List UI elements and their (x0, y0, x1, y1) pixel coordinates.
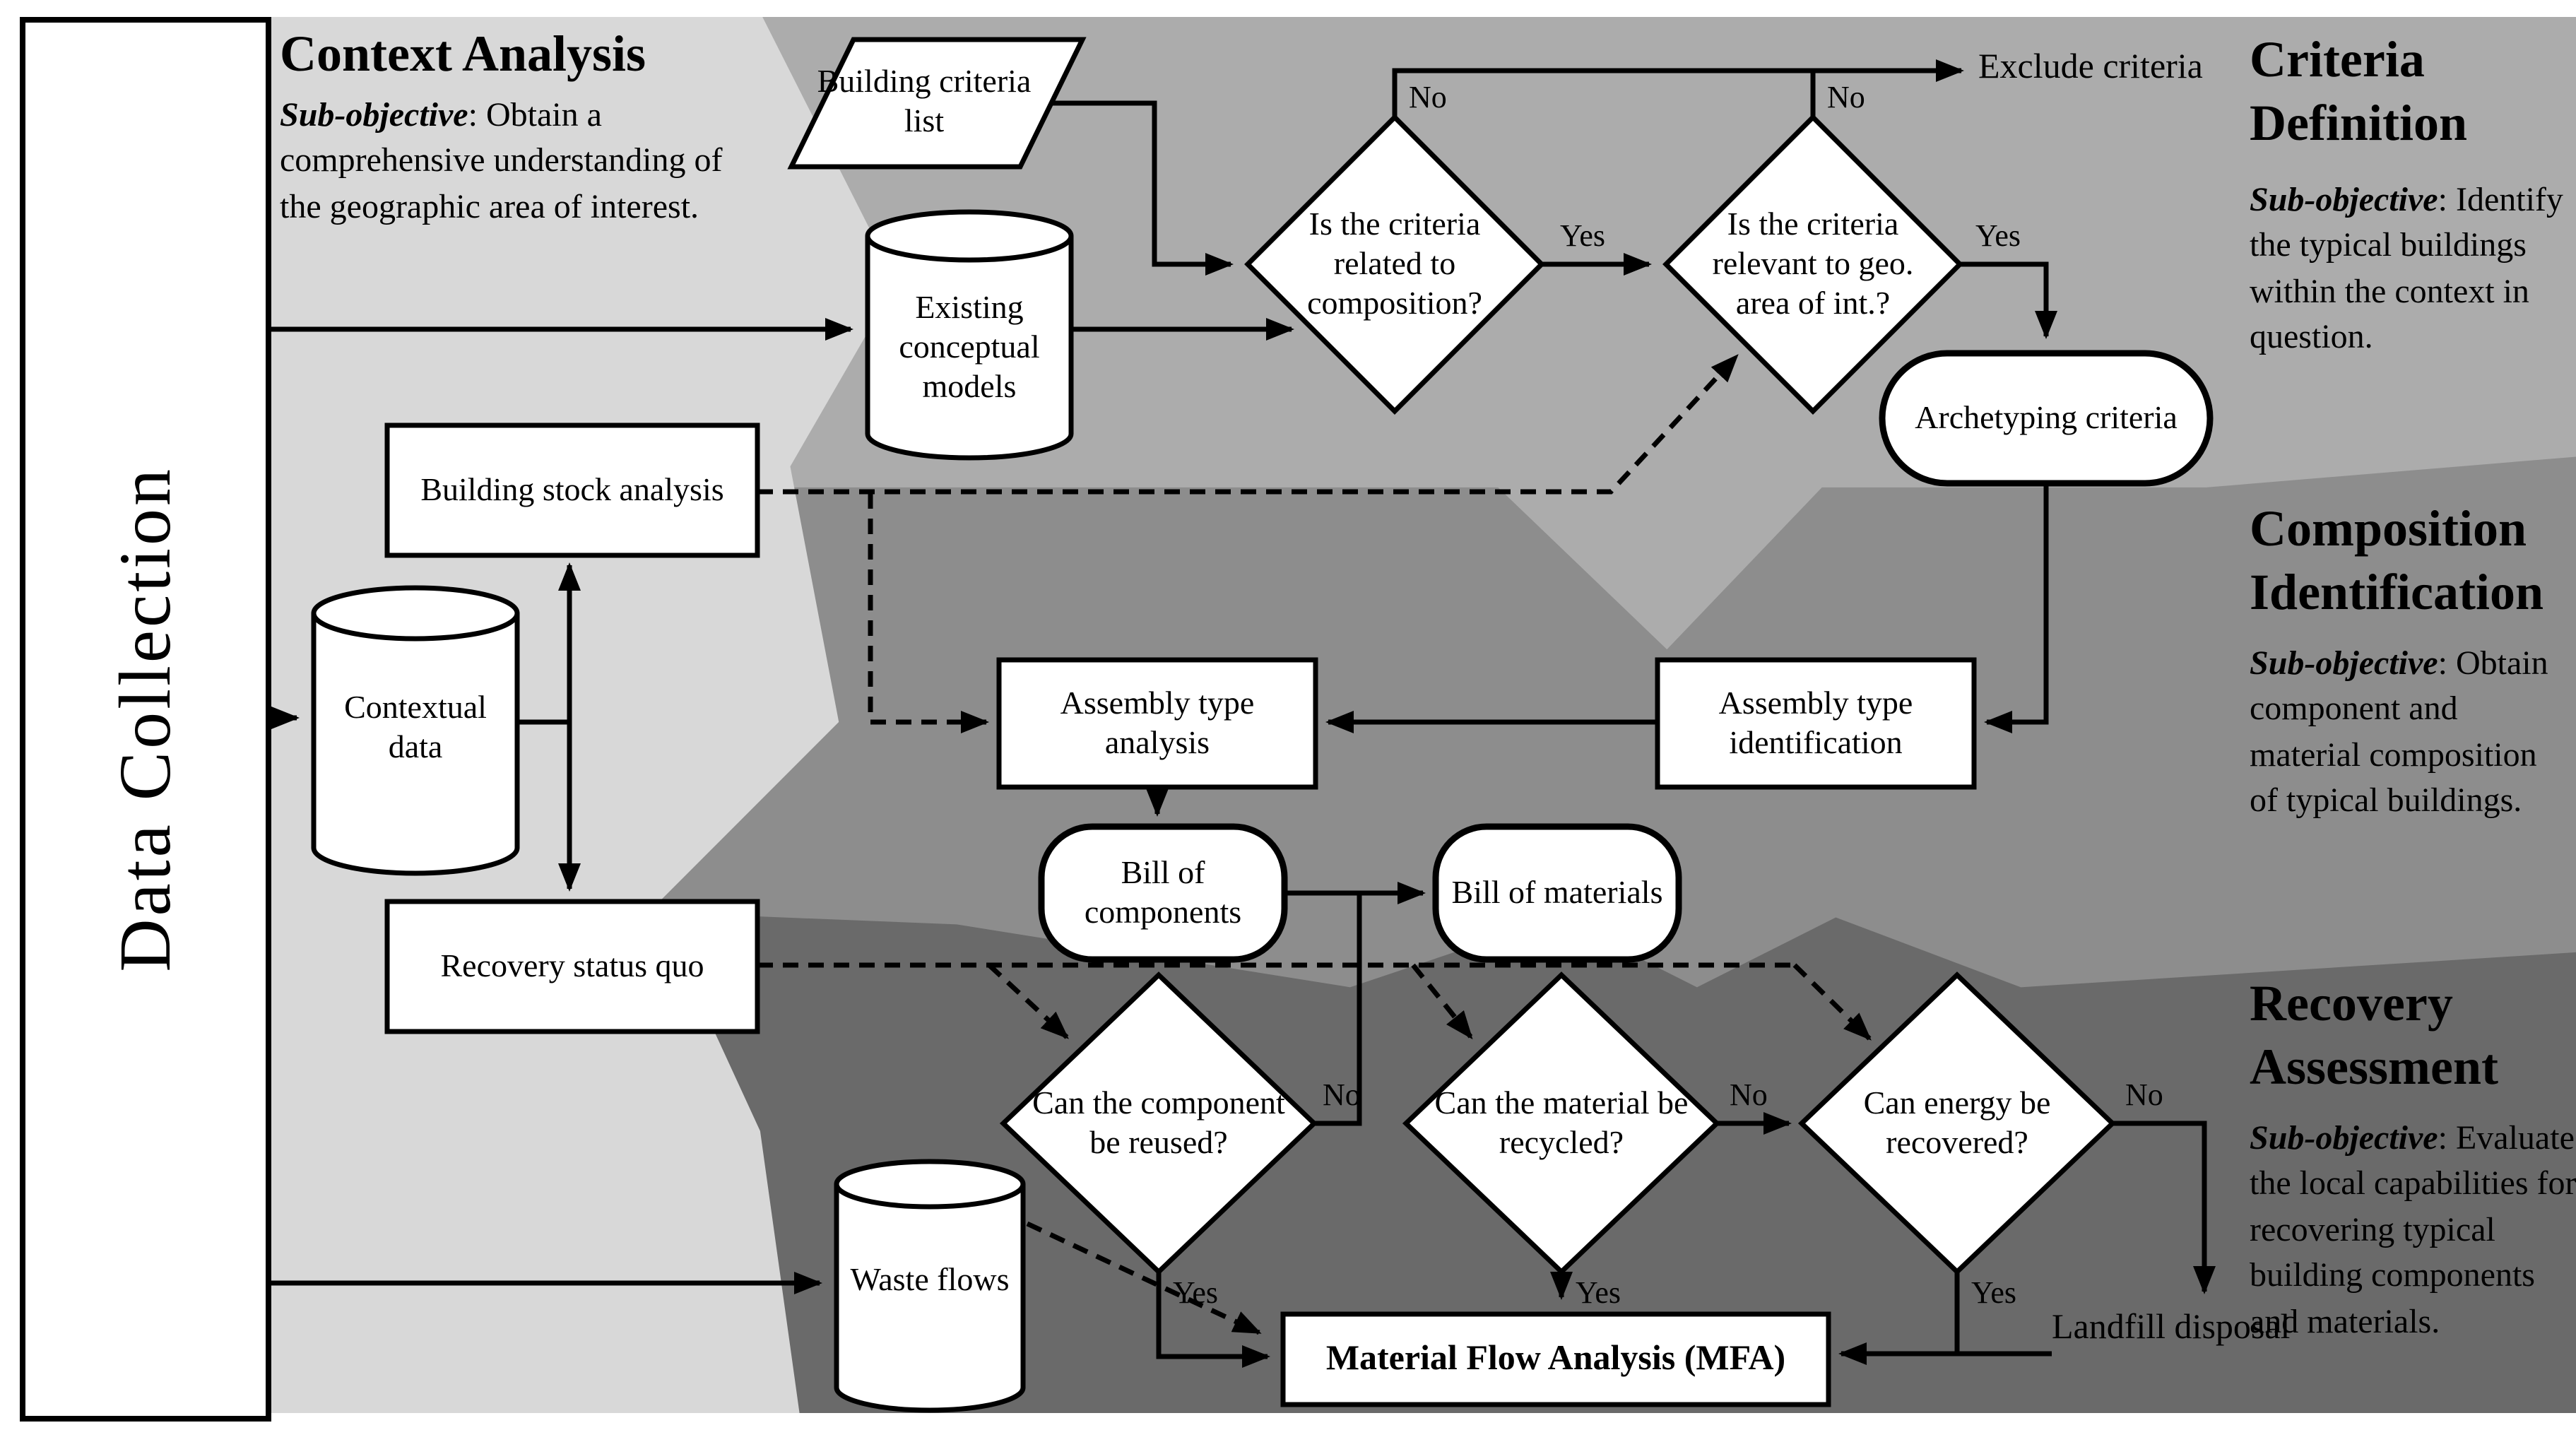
diamond-criteria-relevant (1662, 114, 1963, 415)
cylinder-waste-flows-body (834, 1184, 1026, 1413)
sub-context-analysis: Sub-objective: Obtain a comprehensive un… (280, 93, 766, 230)
stadium-archetyping-criteria (1879, 350, 2214, 487)
arrow-criteria-list-to-decision (1051, 100, 1234, 276)
title-criteria-definition: Criteria Definition (2250, 31, 2468, 151)
edge-no-recycled: No (1730, 1077, 1768, 1112)
box-recovery-status-quo (384, 899, 760, 1034)
dashed-stock-to-assembly-analysis (868, 493, 989, 733)
sub-recovery-text: : Evaluate the local capabilities for re… (2250, 1121, 2576, 1341)
label-assembly-type-analysis: Assembly type analysis (1060, 685, 1255, 760)
sub-recovery-label: Sub-objective (2250, 1121, 2438, 1157)
label-decision-reused: Can the component be reused? (1032, 1085, 1285, 1160)
title-recovery-assessment: Recovery Assessment (2250, 975, 2498, 1095)
sidebar-label: Data Collection (105, 466, 186, 972)
line-no-reuse-to-materials (1314, 894, 1362, 1126)
label-landfill-disposal: Landfill disposal (2052, 1308, 2291, 1347)
label-waste-flows: Waste flows (850, 1261, 1010, 1297)
box-building-stock-analysis (384, 422, 760, 558)
title-composition-identification: Composition Identification (2250, 500, 2544, 620)
label-archetyping-criteria: Archetyping criteria (1915, 399, 2178, 435)
sub-composition-identification: Sub-objective: Obtain component and mate… (2250, 642, 2572, 825)
diamond-energy-recovered (1797, 971, 2117, 1275)
cylinder-waste-flows-top (834, 1159, 1026, 1210)
label-contextual-data: Contextual data (344, 689, 487, 764)
sub-composition-label: Sub-objective (2250, 646, 2438, 682)
edge-yes-recycled: Yes (1576, 1275, 1621, 1310)
dashed-waste-to-mfa (1026, 1221, 1262, 1335)
dashed-statusquo-to-energy (1792, 963, 1872, 1041)
dashed-statusquo-to-reuse (987, 963, 1069, 1039)
cylinder-existing-models-top (865, 209, 1074, 263)
edge-no-energy: No (2125, 1077, 2163, 1112)
edge-yes-decision1: Yes (1560, 218, 1606, 253)
label-bill-of-components: Bill of components (1084, 854, 1242, 930)
arrow-no-to-landfill (2113, 1121, 2216, 1294)
label-bill-of-materials: Bill of materials (1451, 874, 1663, 910)
label-building-stock-analysis: Building stock analysis (420, 471, 724, 507)
dashed-stock-to-decision2 (757, 354, 1739, 495)
edge-yes-decision2: Yes (1975, 218, 2021, 253)
stadium-bill-of-components (1038, 823, 1288, 963)
edge-no-reused: No (1323, 1077, 1361, 1112)
arrow-yes-reuse-to-mfa (1156, 1272, 1270, 1368)
sub-criteria-definition: Sub-objective: Identify the typical buil… (2250, 178, 2563, 361)
box-mfa (1280, 1311, 1831, 1407)
edge-no-decision1: No (1409, 79, 1447, 114)
arrow-no-exclude-criteria (1392, 59, 1964, 117)
label-existing-conceptual-models: Existing conceptual models (899, 289, 1040, 405)
label-decision-relevant: Is the criteria relevant to geo. area of… (1712, 206, 1914, 321)
edge-no-decision2: No (1827, 79, 1865, 114)
label-building-criteria-list: Building criteria list (817, 63, 1032, 138)
cylinder-existing-models-body (865, 236, 1074, 461)
label-decision-recycled: Can the material be recycled? (1434, 1085, 1689, 1160)
title-context-analysis: Context Analysis (280, 25, 646, 82)
sub-context-text: : Obtain a comprehensive understanding o… (280, 98, 723, 226)
label-decision-energy: Can energy be recovered? (1863, 1085, 2051, 1160)
arrow-yes-to-archetyping (1960, 261, 2057, 339)
sub-criteria-label: Sub-objective (2250, 182, 2438, 219)
sub-composition-text: : Obtain component and material composit… (2250, 646, 2548, 820)
diamond-material-recycled (1402, 971, 1721, 1275)
cylinder-contextual-data-top (311, 585, 520, 642)
label-mfa: Material Flow Analysis (MFA) (1325, 1339, 1786, 1378)
sub-context-label: Sub-objective (280, 98, 468, 134)
parallelogram-building-criteria-list (787, 37, 1087, 170)
stadium-bill-of-materials (1432, 823, 1682, 963)
arrow-archetyping-to-identification (1984, 483, 2049, 733)
box-assembly-type-analysis (996, 657, 1318, 790)
edge-yes-reused: Yes (1173, 1275, 1219, 1310)
sidebar-data-collection: Data Collection (20, 17, 271, 1422)
dashed-statusquo-to-recycle (1411, 963, 1473, 1040)
diamond-component-reused (999, 971, 1318, 1275)
box-assembly-type-identification (1655, 657, 1977, 790)
label-exclude-criteria: Exclude criteria (1978, 48, 2203, 86)
label-assembly-type-identification: Assembly type identification (1718, 685, 1913, 760)
diamond-criteria-related (1244, 114, 1545, 415)
sub-criteria-text: : Identify the typical buildings within … (2250, 182, 2563, 357)
cylinder-contextual-data-body (311, 613, 520, 876)
label-recovery-status-quo: Recovery status quo (440, 947, 704, 983)
sub-recovery-assessment: Sub-objective: Evaluate the local capabi… (2250, 1116, 2576, 1345)
label-decision-related: Is the criteria related to composition? (1307, 206, 1482, 321)
edge-yes-energy: Yes (1971, 1275, 2017, 1310)
